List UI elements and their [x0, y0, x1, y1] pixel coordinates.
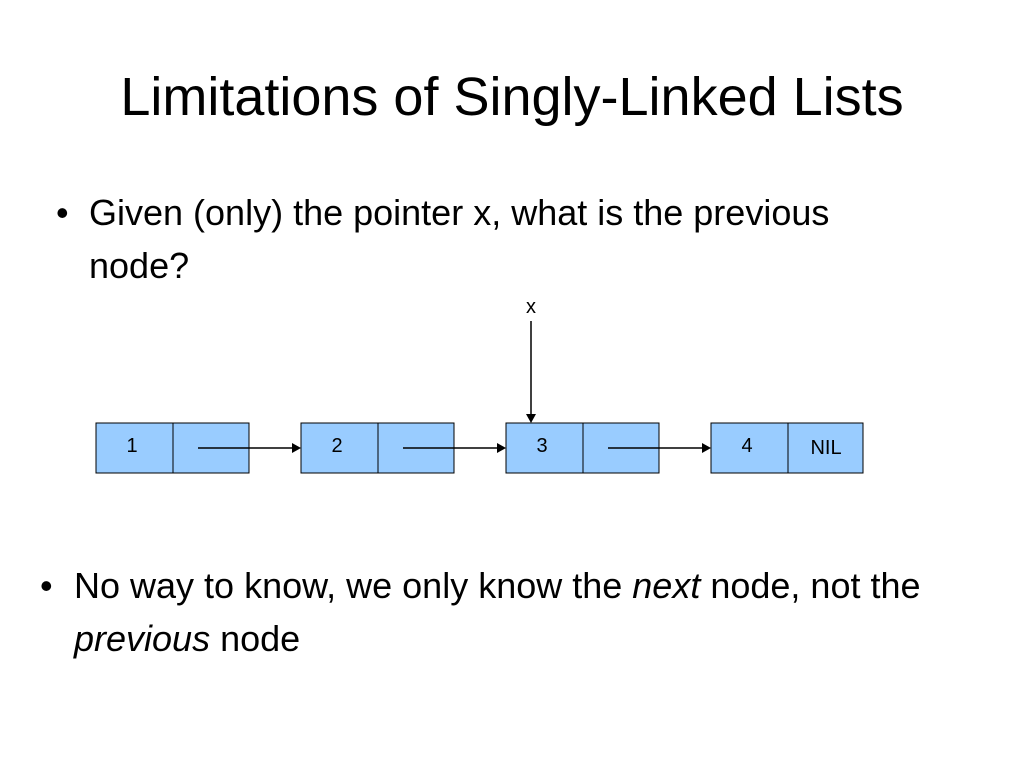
list-node-1: 1 — [95, 422, 301, 474]
answer-text-part: No way to know, we only know the — [74, 565, 633, 606]
next-arrowhead — [292, 443, 301, 453]
next-arrowhead — [702, 443, 711, 453]
pointer-x-arrowhead — [526, 414, 536, 423]
list-node-2: 2 — [300, 422, 506, 474]
emphasis-previous: previous — [74, 618, 211, 659]
bullet-question-text: Given (only) the pointer x, what is the … — [89, 192, 830, 286]
bullet-answer-text: No way to know, we only know the next no… — [74, 559, 954, 665]
emphasis-next: next — [632, 565, 701, 606]
node-key: 1 — [126, 435, 137, 457]
bullet-marker: • — [56, 192, 69, 233]
answer-text-part: node, not the — [700, 565, 921, 606]
bullet-question: • Given (only) the pointer x, what is th… — [56, 186, 956, 296]
next-arrowhead — [497, 443, 506, 453]
list-node-3: 3 — [505, 422, 711, 474]
node-next-cell — [787, 422, 864, 474]
pointer-x-label: x — [526, 296, 536, 318]
node-key-cell — [300, 422, 379, 474]
node-key: 4 — [741, 435, 752, 457]
node-key: 3 — [536, 435, 547, 457]
bullet-answer: • No way to know, we only know the next … — [40, 559, 980, 669]
list-node-4: 4 NIL — [710, 422, 864, 474]
node-key-cell — [505, 422, 584, 474]
nil-label: NIL — [810, 437, 841, 459]
node-key: 2 — [331, 435, 342, 457]
slide-title: Limitations of Singly-Linked Lists — [120, 67, 904, 127]
answer-text-part: node — [210, 618, 301, 659]
bullet-marker: • — [40, 565, 53, 606]
